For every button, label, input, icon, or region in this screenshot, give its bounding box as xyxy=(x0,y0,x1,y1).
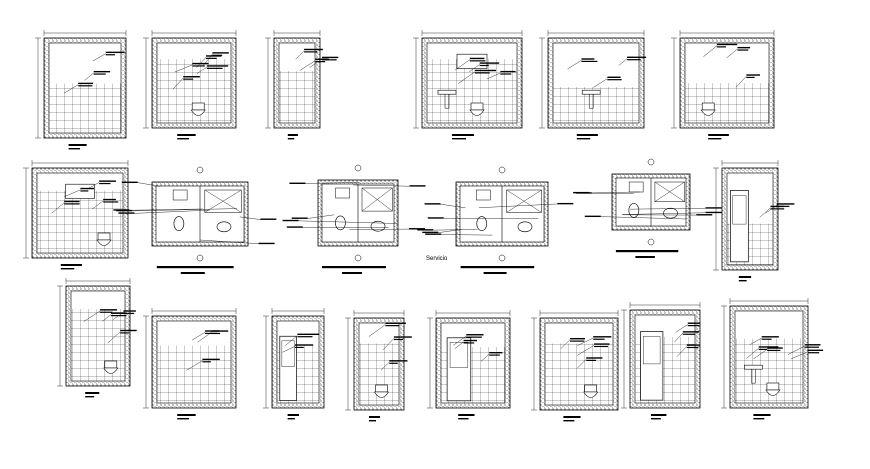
plan-row-2 xyxy=(23,158,795,282)
bathroom-plan xyxy=(282,164,426,274)
bathroom-elevation xyxy=(539,30,647,140)
bathroom-elevation xyxy=(263,308,325,420)
bathroom-plan xyxy=(417,166,574,274)
bathroom-elevation xyxy=(671,30,775,140)
bathroom-elevation xyxy=(57,278,137,398)
elevation-row-1 xyxy=(35,30,775,150)
bathroom-elevation xyxy=(413,30,523,140)
bathroom-elevation xyxy=(143,30,237,140)
elevation-row-3 xyxy=(57,278,824,422)
bathroom-elevation xyxy=(345,310,412,422)
bathroom-elevation xyxy=(143,308,237,420)
bathroom-elevation xyxy=(713,160,795,282)
bathroom-elevation xyxy=(531,310,619,422)
bathroom-elevation xyxy=(265,30,339,140)
bathroom-elevation xyxy=(427,310,511,420)
bathroom-elevation xyxy=(621,302,701,420)
bathroom-elevation xyxy=(23,160,129,270)
bathroom-elevation xyxy=(721,298,824,420)
bathroom-plan xyxy=(573,158,722,258)
bathroom-elevation xyxy=(35,30,127,150)
servicio-label: Servicio xyxy=(426,256,448,262)
bathroom-plan xyxy=(113,166,277,274)
